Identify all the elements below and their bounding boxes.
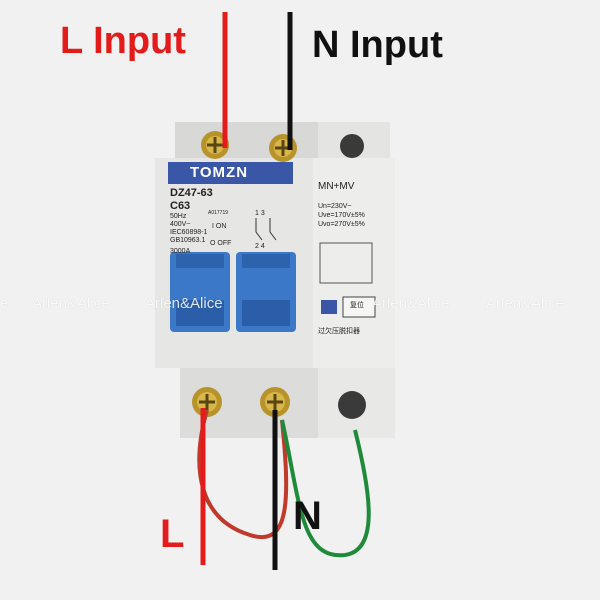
- spec-line-2: 400V~: [170, 221, 191, 228]
- terminals-top: 1 3: [255, 210, 265, 217]
- on-label: I ON: [212, 223, 227, 230]
- protector-bottom-hole: [338, 391, 366, 419]
- watermark-3: Arlen&Alice: [372, 295, 450, 312]
- bottom-right-screw: [260, 387, 290, 417]
- watermark-2: Arlen&Alice: [145, 295, 223, 312]
- reset-label: 复位: [350, 302, 364, 309]
- spec-line-1: 50Hz: [170, 213, 187, 220]
- watermark-4: Arlen&Alice: [486, 295, 564, 312]
- protector-blue-patch: [321, 300, 337, 314]
- top-right-screw: [269, 134, 297, 162]
- spec-line-4: GB10963.1: [170, 237, 206, 244]
- bottom-left-screw: [192, 387, 222, 417]
- protector-spec-2: Uve=170V±5%: [318, 212, 365, 219]
- top-left-screw: [201, 131, 229, 159]
- protector-diagram: [319, 242, 373, 284]
- n-output-label: N: [293, 494, 322, 538]
- off-label: O OFF: [210, 240, 232, 247]
- model-text: DZ47-63: [170, 187, 213, 199]
- protector-front: [313, 158, 395, 368]
- breaking-capacity: 3000A: [170, 248, 191, 255]
- red-cable: [197, 409, 289, 539]
- cert-code: A017719: [208, 210, 229, 216]
- protector-top-hole: [340, 134, 364, 158]
- l-output-label: L: [160, 512, 185, 556]
- right-handle: [236, 252, 296, 332]
- brand-logo: TOMZN: [190, 164, 249, 181]
- reset-button: [342, 296, 376, 318]
- green-cable: [280, 419, 371, 558]
- left-handle: [170, 252, 230, 332]
- n-input-label: N Input: [312, 24, 443, 66]
- protector-spec-1: Un=230V~: [318, 203, 352, 210]
- protector-title: MN+MV: [318, 181, 355, 192]
- spec-line-3: IEC60898-1: [170, 229, 208, 236]
- watermark-fragment: e: [0, 295, 9, 312]
- l-input-label: L Input: [60, 20, 186, 62]
- breaker-symbol: [255, 218, 277, 241]
- terminals-bottom: 2 4: [255, 243, 265, 250]
- protector-spec-3: Uvo=270V±5%: [318, 221, 365, 228]
- rating-text: C63: [170, 200, 191, 212]
- watermark-1: Arlen&Alice: [32, 295, 110, 312]
- protector-chinese-label: 过欠压脱扣器: [318, 328, 360, 335]
- brand-band: [168, 162, 293, 184]
